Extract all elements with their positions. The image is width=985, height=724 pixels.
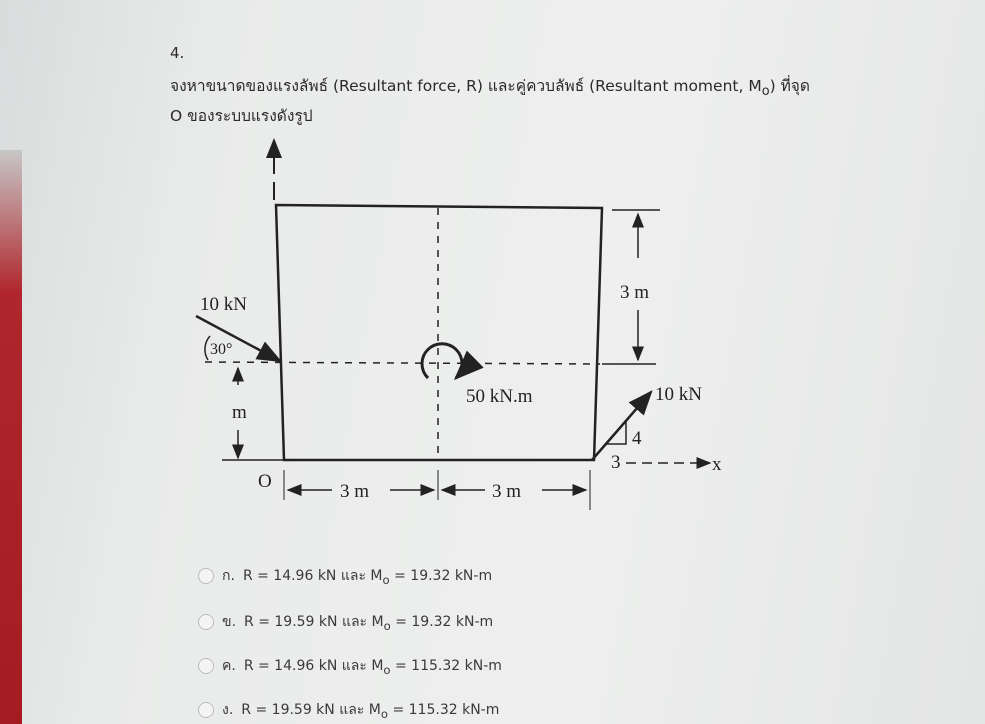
- radio-button[interactable]: [198, 658, 214, 674]
- option-c[interactable]: ค. R = 14.96 kN และ Mo = 115.32 kN-m: [198, 655, 502, 677]
- right-force-label: 10 kN: [655, 384, 702, 405]
- origin-label: O: [258, 471, 272, 492]
- question-text-end: ) ที่จุด O ของระบบแรงดังรูป: [170, 77, 810, 126]
- left-force-label: 10 kN: [200, 294, 247, 315]
- right-force-arrow: [591, 390, 653, 461]
- option-text: R = 19.59 kN และ Mo = 115.32 kN-m: [241, 702, 500, 721]
- moment-arrow: [420, 342, 484, 381]
- slope-rise: 4: [632, 428, 642, 449]
- option-letter: ง.: [222, 702, 234, 718]
- option-d[interactable]: ง. R = 19.59 kN และ Mo = 115.32 kN-m: [198, 699, 499, 721]
- option-a[interactable]: ก. R = 14.96 kN และ Mo = 19.32 kN-m: [198, 565, 492, 587]
- question-text: จงหาขนาดของแรงลัพธ์ (Resultant force, R)…: [170, 74, 820, 128]
- option-text: R = 19.59 kN และ Mo = 19.32 kN-m: [244, 614, 494, 633]
- option-letter: ข.: [222, 614, 237, 630]
- background-red-strip: [0, 150, 22, 724]
- left-force-arrow: [195, 314, 283, 363]
- option-letter: ค.: [222, 658, 236, 674]
- x-axis-label: x: [712, 454, 722, 475]
- radio-button[interactable]: [198, 568, 214, 584]
- bottom-dim-1: 3 m: [340, 481, 369, 502]
- moment-label: 50 kN.m: [466, 386, 533, 407]
- angle-label: 30°: [210, 341, 232, 358]
- slope-run: 3: [611, 452, 621, 473]
- mid-line: [204, 361, 601, 365]
- right-dim-label: 3 m: [620, 282, 649, 303]
- option-b[interactable]: ข. R = 19.59 kN และ Mo = 19.32 kN-m: [198, 611, 493, 633]
- option-letter: ก.: [222, 568, 235, 584]
- bottom-dim-2: 3 m: [492, 481, 521, 502]
- option-text: R = 14.96 kN และ Mo = 19.32 kN-m: [242, 568, 493, 587]
- plate-outline: [274, 203, 604, 462]
- option-text: R = 14.96 kN และ Mo = 115.32 kN-m: [243, 658, 502, 677]
- radio-button[interactable]: [198, 614, 214, 630]
- question-subscript: o: [761, 84, 770, 100]
- slope-triangle: [606, 421, 627, 445]
- angle-arc: [204, 335, 211, 361]
- radio-button[interactable]: [198, 702, 214, 718]
- question-number: 4.: [170, 44, 185, 62]
- left-dim-label: m: [232, 402, 247, 423]
- force-diagram: 10 kN 30° m O 3 m 3 m 50 kN.m 3 m 10 kN …: [195, 138, 722, 510]
- question-text-main: จงหาขนาดของแรงลัพธ์ (Resultant force, R)…: [170, 77, 762, 95]
